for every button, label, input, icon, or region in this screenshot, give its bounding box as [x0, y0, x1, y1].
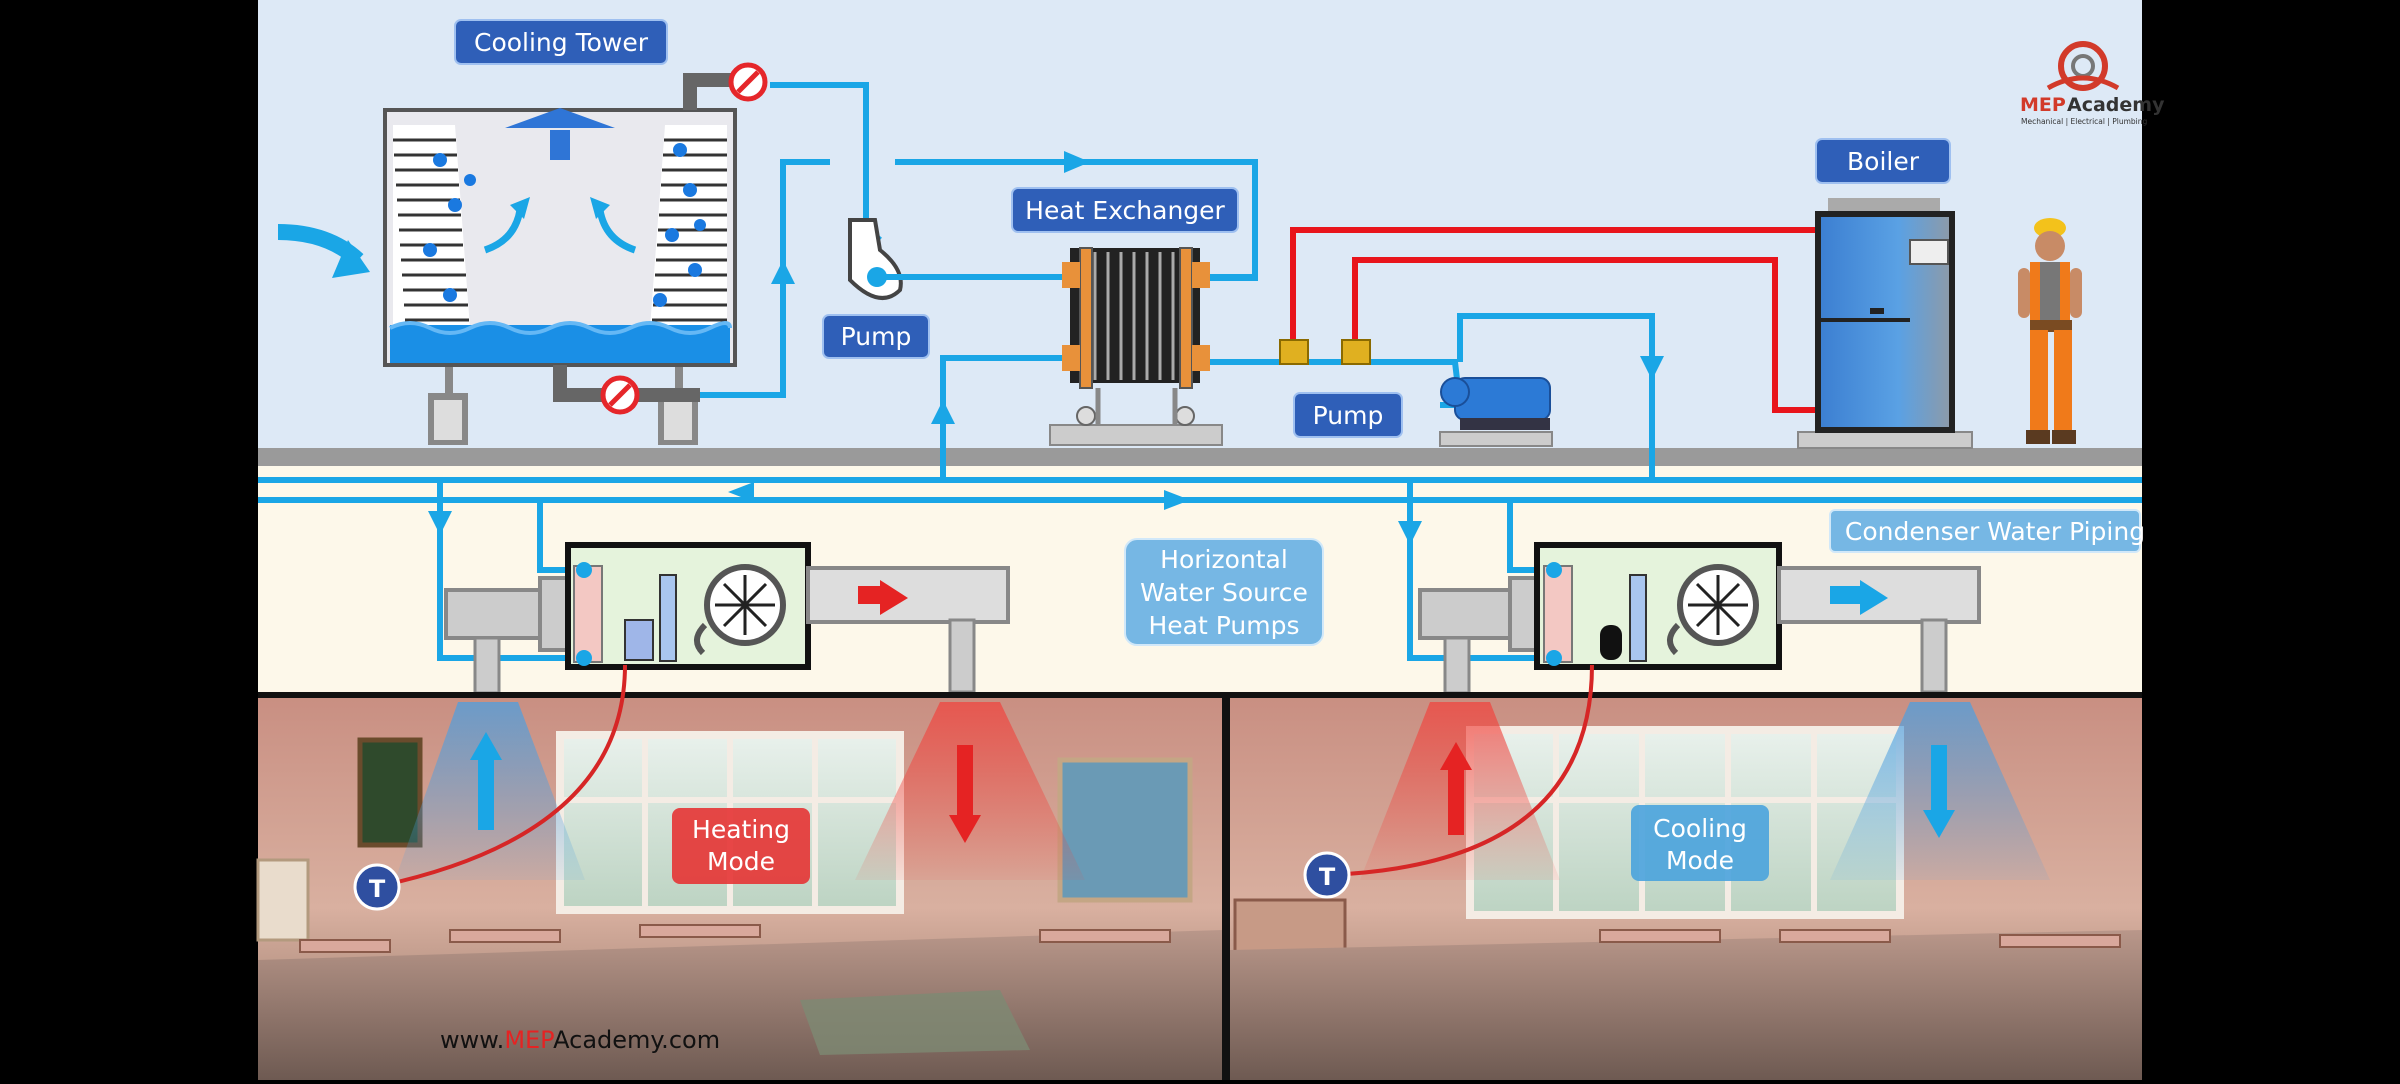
- pump-right-label-text: Pump: [1313, 401, 1384, 430]
- cooling-mode-label: Cooling Mode: [1631, 805, 1769, 881]
- pump-left-label-text: Pump: [841, 322, 912, 351]
- classroom-left: [256, 664, 1222, 1080]
- cooling-mode-line1: Cooling: [1653, 814, 1747, 843]
- classroom-divider: [1222, 698, 1230, 1080]
- worker-figure: [2018, 218, 2082, 444]
- heating-mode-label: Heating Mode: [672, 808, 810, 884]
- hwshp-label-line2: Water Source: [1140, 578, 1308, 607]
- cooling-mode-line2: Mode: [1666, 846, 1734, 875]
- website-brand: MEP: [504, 1026, 554, 1054]
- heat-pump-left: [428, 480, 1010, 702]
- heat-exchanger: [1049, 247, 1223, 446]
- heating-mode-line1: Heating: [692, 815, 790, 844]
- hwshp-label-line1: Horizontal: [1160, 545, 1288, 574]
- boiler-label-text: Boiler: [1847, 147, 1920, 176]
- hwshp-label-line3: Heat Pumps: [1149, 611, 1300, 640]
- cooling-tower: [277, 62, 768, 445]
- hot-water-piping: [1279, 227, 1820, 413]
- classroom-right: [1230, 664, 2142, 1080]
- pump-left-label: Pump: [822, 314, 930, 359]
- pump-left: [848, 218, 1070, 300]
- boiler-label: Boiler: [1815, 138, 1951, 184]
- floor-slab: [258, 448, 2142, 466]
- heating-mode-line2: Mode: [707, 847, 775, 876]
- pump-right-label: Pump: [1293, 392, 1403, 438]
- boiler: [1797, 198, 1973, 449]
- heat-pump-right: [1398, 480, 1981, 702]
- pump-right: [1439, 313, 1664, 480]
- condenser-piping-label-text: Condenser Water Piping: [1845, 517, 2145, 546]
- logo-academy: Academy: [2067, 94, 2165, 116]
- logo-tagline: Mechanical | Electrical | Plumbing: [2021, 117, 2148, 126]
- condenser-piping-label: Condenser Water Piping: [1829, 509, 2145, 553]
- heat-exchanger-label-text: Heat Exchanger: [1025, 196, 1225, 225]
- cooling-tower-label: Cooling Tower: [454, 19, 668, 65]
- website-prefix: www.: [440, 1026, 504, 1054]
- website-suffix: Academy.com: [553, 1026, 720, 1054]
- logo-mep: MEP: [2020, 94, 2066, 116]
- condenser-water-main: [258, 477, 2142, 510]
- thermostat-left: T: [353, 863, 401, 911]
- thermostat-right: T: [1303, 851, 1351, 899]
- thermostat-left-text: T: [369, 875, 386, 903]
- thermostat-right-text: T: [1319, 863, 1336, 891]
- cooling-tower-label-text: Cooling Tower: [474, 28, 649, 57]
- hwshp-label: Horizontal Water Source Heat Pumps: [1124, 538, 1324, 646]
- mepacademy-logo: MEP Academy Mechanical | Electrical | Pl…: [2020, 41, 2165, 126]
- classroom-ceiling-line: [258, 692, 2142, 698]
- svg-text:www.MEPAcademy.com: www.MEPAcademy.com: [440, 1026, 720, 1054]
- heat-exchanger-label: Heat Exchanger: [1011, 187, 1239, 233]
- website-credit: www.MEPAcademy.com: [440, 1026, 720, 1054]
